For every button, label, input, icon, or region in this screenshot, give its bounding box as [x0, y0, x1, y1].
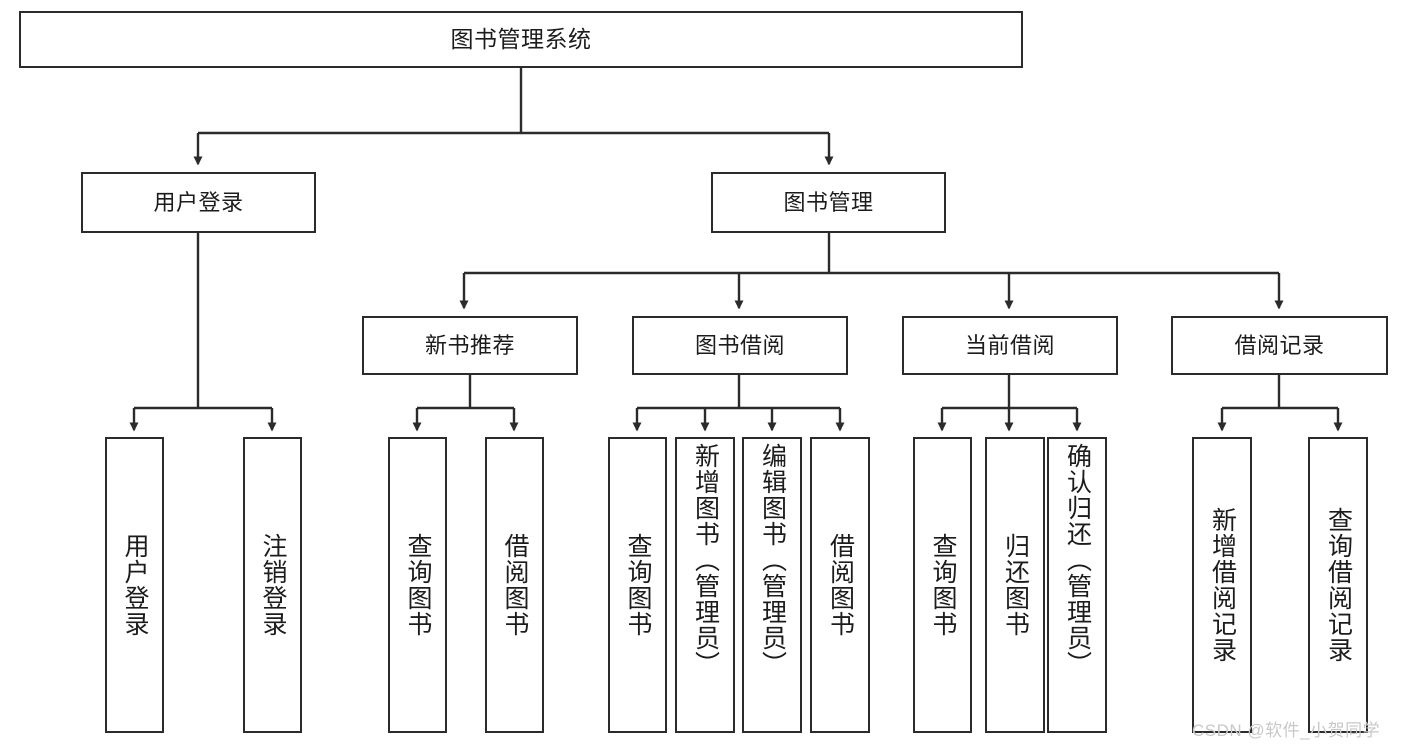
node-current-borrow[interactable]: 当前借阅 — [902, 316, 1118, 375]
node-label: 注销登录 — [259, 533, 287, 637]
node-label: 查询借阅记录 — [1324, 507, 1353, 663]
node-label: 图书管理系统 — [450, 26, 592, 53]
leaf-recommend-query-book[interactable]: 查询图书 — [388, 437, 447, 733]
node-label: 编辑图书（管理员） — [758, 443, 787, 677]
node-label: 用户登录 — [153, 189, 244, 215]
node-label: 借阅记录 — [1234, 332, 1325, 358]
node-label: 图书借阅 — [694, 332, 785, 358]
leaf-current-return-book[interactable]: 归还图书 — [985, 437, 1045, 733]
leaf-borrow-query-book[interactable]: 查询图书 — [608, 437, 667, 733]
node-label: 图书管理 — [783, 189, 874, 215]
node-label: 确认归还（管理员） — [1063, 443, 1092, 677]
node-label: 用户登录 — [121, 533, 149, 637]
node-book-borrow[interactable]: 图书借阅 — [632, 316, 848, 375]
node-label: 查询图书 — [624, 533, 652, 637]
node-label: 归还图书 — [1001, 533, 1030, 637]
node-label: 借阅图书 — [826, 533, 855, 637]
leaf-borrow-borrow-book[interactable]: 借阅图书 — [810, 437, 870, 733]
leaf-borrow-edit-book-admin[interactable]: 编辑图书（管理员） — [742, 437, 802, 733]
leaf-user-login-signout[interactable]: 注销登录 — [243, 437, 302, 733]
leaf-record-query-record[interactable]: 查询借阅记录 — [1308, 437, 1368, 733]
leaf-borrow-add-book-admin[interactable]: 新增图书（管理员） — [675, 437, 735, 733]
leaf-user-login-signin[interactable]: 用户登录 — [105, 437, 164, 733]
node-label: 新增图书（管理员） — [691, 443, 720, 677]
node-label: 新书推荐 — [424, 332, 515, 358]
node-root-system[interactable]: 图书管理系统 — [19, 11, 1023, 68]
node-user-login[interactable]: 用户登录 — [81, 172, 316, 233]
csdn-watermark: CSDN @软件_小贺同学 — [1192, 721, 1381, 740]
node-label: 新增借阅记录 — [1208, 507, 1237, 663]
node-label: 查询图书 — [929, 533, 957, 637]
leaf-record-add-record[interactable]: 新增借阅记录 — [1192, 437, 1252, 733]
node-book-management[interactable]: 图书管理 — [711, 172, 946, 233]
node-borrow-record[interactable]: 借阅记录 — [1171, 316, 1388, 375]
leaf-current-query-book[interactable]: 查询图书 — [913, 437, 972, 733]
node-new-book-recommend[interactable]: 新书推荐 — [362, 316, 578, 375]
leaf-recommend-borrow-book[interactable]: 借阅图书 — [485, 437, 544, 733]
leaf-current-confirm-return-admin[interactable]: 确认归还（管理员） — [1047, 437, 1107, 733]
node-label: 查询图书 — [404, 533, 432, 637]
node-label: 当前借阅 — [964, 332, 1055, 358]
node-label: 借阅图书 — [501, 533, 529, 637]
